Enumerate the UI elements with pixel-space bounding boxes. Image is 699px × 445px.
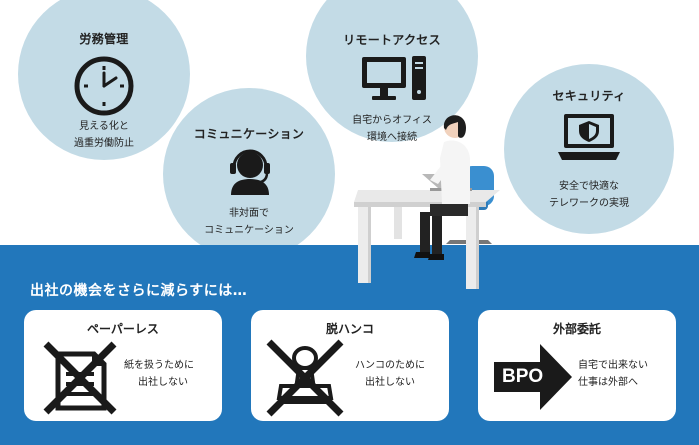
desc-line: 自宅で出来ない [578, 360, 648, 371]
desc-line: 安全で快適な [559, 181, 619, 192]
card-no-hanko: 脱ハンコ ハンコのために 出社しない [251, 310, 449, 421]
headset-support-icon [221, 143, 279, 205]
desc-line: 出社しない [138, 377, 188, 388]
circle-communication: コミュニケーション 非対面で コミュニケーション [163, 88, 335, 260]
crossed-paper-icon [42, 340, 118, 420]
clock-icon [72, 54, 136, 122]
desc-line: 過重労働防止 [74, 138, 134, 149]
circle-title: セキュリティ [552, 89, 626, 103]
circle-labor-management: 労務管理 見える化と 過重労働防止 [18, 0, 190, 160]
bpo-badge-text: BPO [502, 366, 544, 387]
circle-desc: 見える化と 過重労働防止 [18, 118, 190, 152]
card-paperless: ペーパーレス 紙を扱うために 出社しない [24, 310, 222, 421]
bpo-arrow-icon: BPO [492, 340, 574, 414]
desc-line: ハンコのために [355, 360, 425, 371]
desc-line: コミュニケーション [204, 225, 294, 236]
circle-desc: 安全で快適な テレワークの実現 [504, 178, 674, 212]
circle-desc: 非対面で コミュニケーション [163, 205, 335, 239]
desc-line: 自宅からオフィス [352, 115, 432, 126]
card-desc: ハンコのために 出社しない [355, 357, 425, 391]
laptop-shield-icon [556, 110, 622, 170]
circle-title: コミュニケーション [193, 127, 305, 141]
card-outsourcing: 外部委託 BPO 自宅で出来ない 仕事は外部へ [478, 310, 676, 421]
card-desc: 自宅で出来ない 仕事は外部へ [578, 357, 648, 391]
desc-line: 仕事は外部へ [578, 377, 638, 388]
circle-desc: 自宅からオフィス 環境へ接続 [306, 112, 478, 146]
desc-line: 紙を扱うために [124, 360, 194, 371]
card-title: 外部委託 [552, 322, 601, 336]
desc-line: 出社しない [365, 377, 415, 388]
crossed-stamp-icon [265, 338, 345, 422]
remote-worker-illustration [350, 108, 530, 297]
card-desc: 紙を扱うために 出社しない [124, 357, 194, 391]
band-heading: 出社の機会をさらに減らすには… [30, 283, 248, 299]
circle-security: セキュリティ 安全で快適な テレワークの実現 [504, 64, 674, 234]
desktop-computer-icon [360, 54, 428, 108]
circle-title: 労務管理 [79, 32, 129, 46]
desc-line: テレワークの実現 [549, 198, 629, 209]
card-title: ペーパーレス [87, 322, 159, 336]
desc-line: 環境へ接続 [367, 132, 417, 143]
desc-line: 非対面で [229, 208, 269, 219]
circle-title: リモートアクセス [343, 33, 441, 47]
card-title: 脱ハンコ [325, 322, 374, 336]
desc-line: 見える化と [79, 121, 129, 132]
